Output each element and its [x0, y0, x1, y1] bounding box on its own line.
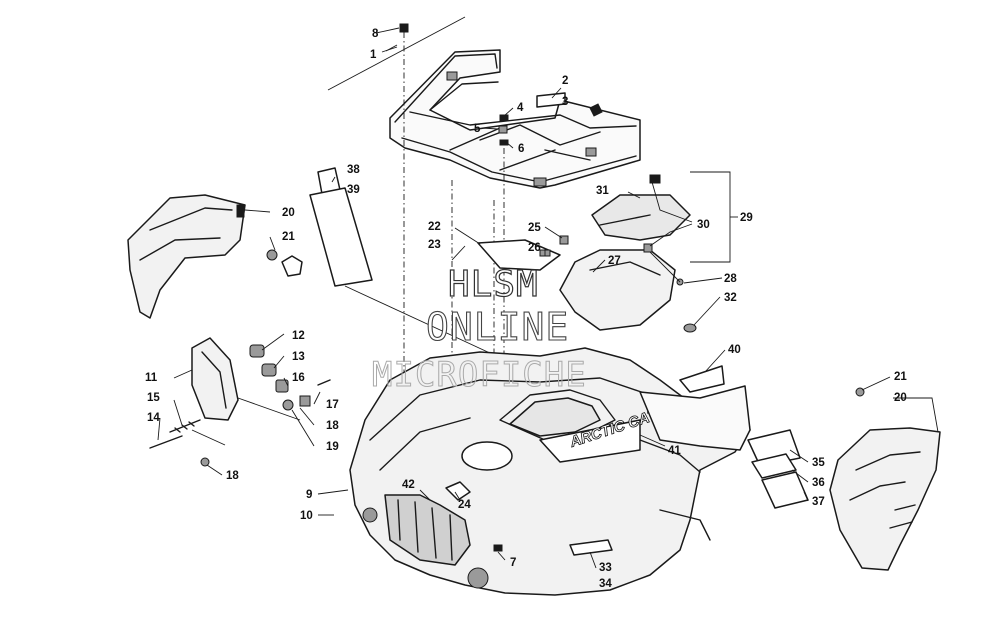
callout-36: 36: [812, 477, 825, 489]
callout-24: 24: [458, 499, 471, 511]
callout-18a: 18: [326, 420, 339, 432]
storage-box: [477, 174, 697, 333]
callout-19: 19: [326, 441, 339, 453]
decals-38-39: [309, 167, 506, 361]
right-fender-section: [639, 365, 751, 451]
callout-2: 2: [562, 75, 568, 87]
callout-7: 7: [510, 557, 516, 569]
callout-28: 28: [724, 273, 737, 285]
callout-1: 1: [370, 49, 377, 61]
callout-26: 26: [528, 242, 541, 254]
callout-leaders: [157, 27, 939, 569]
callout-31: 31: [596, 185, 609, 197]
callout-30: 30: [697, 219, 710, 231]
rear-rack: [389, 49, 641, 189]
callout-20a: 20: [282, 207, 295, 219]
watermark-line-2: ONLINE: [426, 305, 569, 349]
callout-16: 16: [292, 372, 305, 384]
callout-34: 34: [599, 578, 612, 590]
headlight-assembly: [149, 337, 331, 467]
right-side-panel: [747, 387, 941, 571]
callout-21a: 21: [282, 231, 295, 243]
watermark-line-3: MICROFICHE: [372, 355, 587, 395]
callout-14: 14: [147, 412, 160, 424]
callout-4: 4: [517, 102, 524, 114]
callout-33: 33: [599, 562, 612, 574]
callout-32: 32: [724, 292, 737, 304]
callout-23: 23: [428, 239, 441, 251]
callout-3: 3: [562, 96, 568, 108]
callout-20b: 20: [894, 392, 907, 404]
callout-29: 29: [740, 212, 753, 224]
callout-8: 8: [372, 28, 379, 40]
callout-17: 17: [326, 399, 339, 411]
left-side-panel: [127, 194, 303, 319]
callout-41: 41: [668, 445, 681, 457]
callout-35: 35: [812, 457, 825, 469]
callout-25: 25: [528, 222, 541, 234]
rack-hardware: [399, 23, 603, 550]
callout-6: 6: [518, 143, 524, 155]
callout-39: 39: [347, 184, 360, 196]
callout-15: 15: [147, 392, 160, 404]
front-grille: [362, 494, 489, 589]
callout-5: 5: [474, 123, 481, 135]
rack-bracket-line: [327, 16, 466, 91]
callout-40: 40: [728, 344, 741, 356]
callout-21b: 21: [894, 371, 907, 383]
watermark: HLSM ONLINE MICROFICHE: [372, 263, 587, 395]
callout-9: 9: [306, 489, 312, 501]
callout-42: 42: [402, 479, 415, 491]
callout-37: 37: [812, 496, 825, 508]
callout-22: 22: [428, 221, 441, 233]
callout-10: 10: [300, 510, 313, 522]
callout-13: 13: [292, 351, 305, 363]
callout-18b: 18: [226, 470, 239, 482]
callout-38: 38: [347, 164, 360, 176]
callout-11: 11: [145, 372, 158, 384]
callouts: 1 2 3 4 5 6 7 8 9 10 11 12 13 14 15 16 1…: [145, 28, 907, 590]
watermark-line-1: HLSM: [448, 264, 539, 305]
callout-27: 27: [608, 255, 621, 267]
callout-12: 12: [292, 330, 305, 342]
